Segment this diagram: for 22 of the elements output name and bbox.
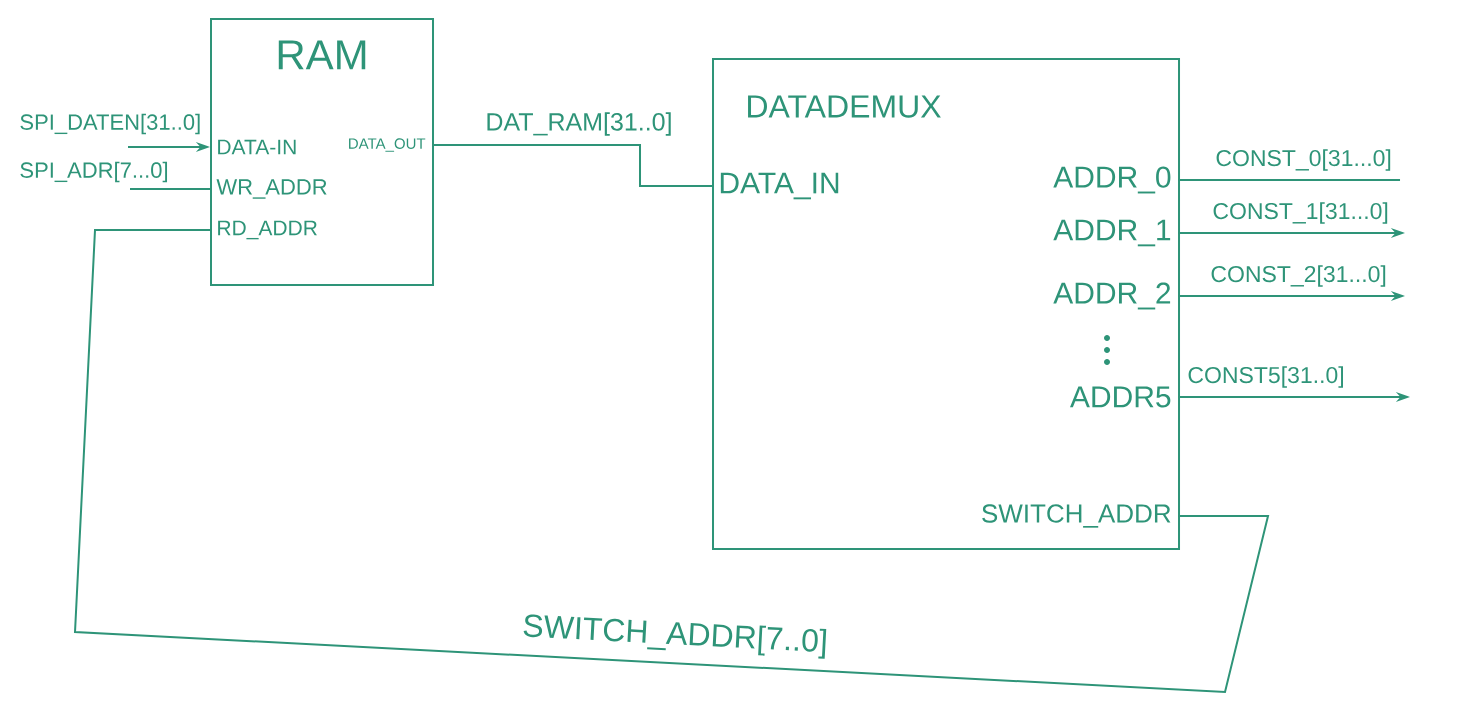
signal-line (1177, 179, 1401, 181)
pin-label: SWITCH_ADDR (982, 504, 1171, 528)
signal-line (431, 144, 713, 187)
pin-label: DATA_OUT (349, 138, 426, 152)
pin-label: ADDR5 (1070, 386, 1171, 408)
pin-label: ADDR_0 (1053, 166, 1171, 194)
signal-line (129, 188, 211, 190)
signal-label: CONST_1[31...0] (1213, 202, 1388, 224)
pin-label: DATA_IN (720, 172, 839, 200)
signal-label: DAT_RAM[31..0] (487, 112, 671, 136)
signal-label: SWITCH_ADDR[7..0] (523, 614, 827, 659)
pin-label: RD_ADDR (218, 220, 317, 240)
signal-label: SPI_DATEN[31..0] (20, 113, 200, 135)
signal-label: CONST5[31..0] (1188, 366, 1343, 388)
pin-label: ADDR_1 (1053, 219, 1171, 247)
signal-label: SPI_ADR[7...0] (20, 161, 167, 183)
pin-label: DATA-IN (218, 139, 296, 155)
pin-label: WR_ADDR (216, 179, 327, 199)
signal-label: CONST_2[31...0] (1211, 265, 1386, 287)
signal-line (73, 229, 1270, 694)
pin-label: ADDR_2 (1053, 282, 1171, 310)
signal-label: CONST_0[31...0] (1216, 149, 1391, 171)
